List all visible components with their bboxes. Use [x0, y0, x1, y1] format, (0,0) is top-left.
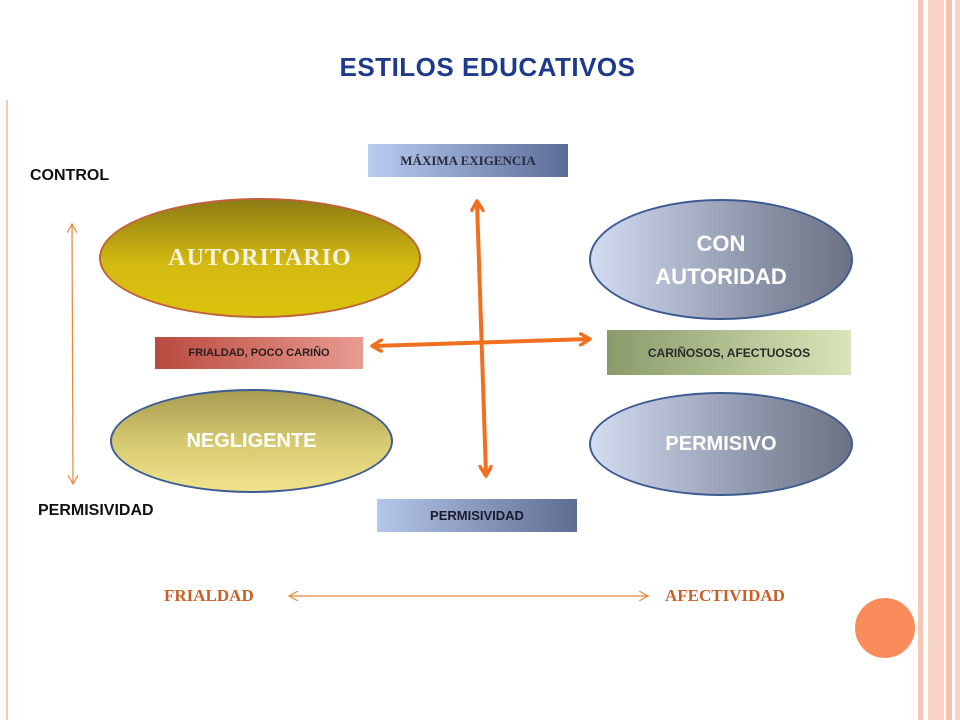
- axis-label-frialdad: FRIALDAD: [164, 586, 254, 605]
- cross-vertical-arrow: [477, 202, 486, 475]
- ellipse-permisivo: PERMISIVO: [589, 392, 853, 496]
- decor-stripe-2: [928, 0, 944, 720]
- axis-label-control: CONTROL: [30, 167, 110, 184]
- con-autoridad-label-line2: AUTORIDAD: [655, 263, 787, 289]
- permisivo-label: PERMISIVO: [665, 432, 777, 455]
- autoritario-label: AUTORITARIO: [168, 244, 352, 271]
- control-axis-arrow: [72, 224, 73, 484]
- axis-label-permisividad: PERMISIVIDAD: [38, 502, 154, 519]
- decor-left-line: [6, 100, 8, 720]
- cross-horizontal-arrow: [373, 339, 589, 346]
- box-frialdad-poco-carino: FRIALDAD, POCO CARIÑO: [155, 337, 363, 369]
- box-maxima-exigencia: MÁXIMA EXIGENCIA: [368, 144, 568, 177]
- decor-orange-dot: [855, 598, 915, 658]
- box-carinosos-afectuosos: CARIÑOSOS, AFECTUOSOS: [607, 330, 851, 375]
- ellipse-negligente: NEGLIGENTE: [110, 389, 393, 493]
- decor-stripe-3: [946, 0, 952, 720]
- page-title: ESTILOS EDUCATIVOS: [339, 52, 636, 82]
- negligente-label: NEGLIGENTE: [186, 429, 317, 452]
- decor-stripe-4: [955, 0, 960, 720]
- con-autoridad-label-line1: CON: [696, 230, 746, 256]
- decor-stripe-1: [918, 0, 923, 720]
- ellipse-autoritario: AUTORITARIO: [99, 198, 421, 318]
- axis-label-afectividad: AFECTIVIDAD: [665, 586, 785, 605]
- ellipse-con-autoridad: CON AUTORIDAD: [589, 199, 853, 320]
- box-permisividad: PERMISIVIDAD: [377, 499, 577, 532]
